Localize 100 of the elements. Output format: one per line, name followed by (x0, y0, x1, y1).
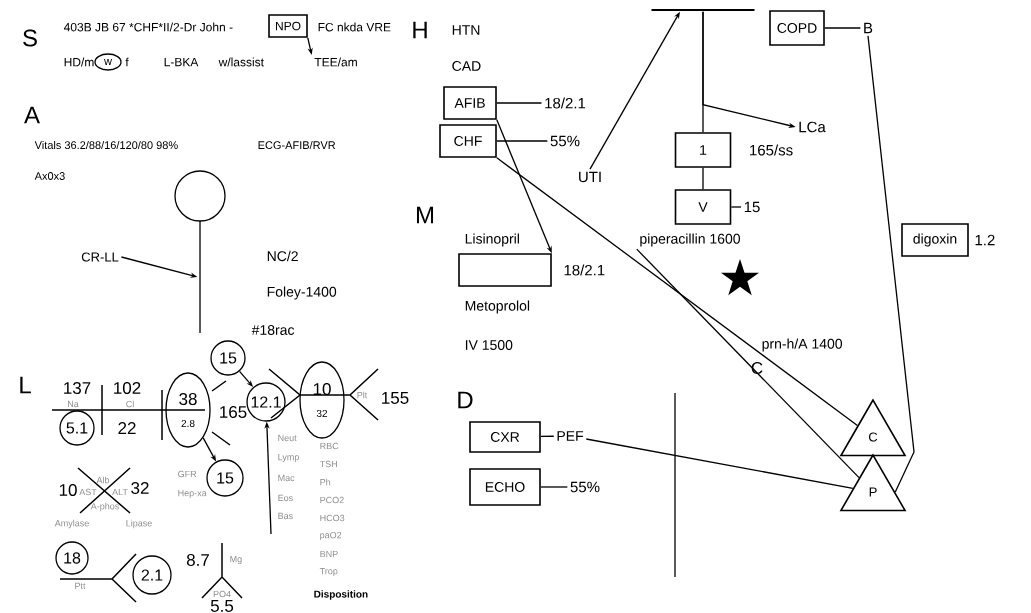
note-text: Metoprolol (465, 300, 530, 314)
circled-value: 15 (210, 340, 246, 376)
note-text: 15 (744, 201, 760, 213)
field-label: HCO3 (320, 514, 345, 522)
field-label: Mac (278, 474, 295, 482)
circled-value: 18 (55, 541, 89, 575)
field-label: GFR (178, 470, 197, 478)
note-text: 403B JB 67 *CHF*II/2-Dr John - (63, 22, 233, 32)
note-text: NC/2 (267, 250, 298, 262)
section-letter: M (417, 206, 434, 224)
circled-value: 15 (206, 459, 244, 497)
note-text: PEF (557, 431, 584, 441)
field-label: A-phos (90, 502, 119, 512)
connector-line (867, 35, 915, 493)
process-box: AFIB (443, 86, 497, 120)
note-text: #18rac (251, 325, 295, 335)
note-text: LCa (799, 121, 826, 133)
empty-box (458, 253, 552, 287)
lab-value: 8.7 (186, 553, 209, 566)
value-label: 165/ss (750, 144, 793, 156)
process-box: digoxin (901, 223, 969, 257)
process-box: COPD (769, 10, 825, 46)
note-text: piperacillin 1600 (640, 233, 740, 247)
note-text: TEE/am (314, 57, 357, 67)
section-letter: L (20, 376, 31, 394)
field-label: TSH (319, 460, 337, 468)
lab-value: 32 (131, 481, 149, 494)
note-text: FC nkda VRE (318, 22, 391, 32)
process-box: ECHO (469, 468, 541, 506)
note-text: CR-LL (81, 252, 119, 262)
process-box: 1 (674, 132, 732, 168)
field-label: Hep-xa (178, 489, 207, 498)
lab-value: 10 (59, 483, 77, 496)
lab-value: 165 (220, 405, 247, 418)
note-text: Ax0x3 (34, 172, 65, 180)
connector-line (730, 206, 742, 208)
field-label: BNP (320, 550, 338, 558)
section-letter: C (751, 361, 763, 374)
field-label: PCO2 (320, 496, 344, 504)
lab-value: 155 (382, 392, 409, 404)
field-label: Eos (278, 494, 293, 502)
connector-line (636, 248, 860, 479)
note-text: L-BKA (164, 57, 199, 67)
circled-value: 2.1 (132, 555, 172, 595)
circled-value: 38 2.8 (165, 372, 211, 448)
connector-line (824, 27, 861, 29)
connector-line (496, 102, 543, 104)
field-label: Cl (126, 400, 134, 408)
lab-value: 137 (64, 382, 91, 394)
note-text: ECG-AFIB/RVR (258, 140, 336, 150)
lab-value: 5.5 (210, 600, 234, 612)
process-box: NPO (268, 14, 308, 38)
circled-value: 5.1 (59, 410, 95, 446)
note-text: Foley-1400 (267, 286, 337, 300)
note-text: prn-h/A 1400 (762, 338, 843, 352)
circled-value: w (94, 53, 122, 71)
connector-line (702, 167, 704, 190)
field-label: Lymp (278, 453, 299, 462)
connector-line (540, 486, 568, 488)
field-label: Plt (357, 391, 368, 399)
circled-value: 12.1 (246, 382, 286, 422)
connector-line (496, 140, 548, 142)
note-text: CAD (452, 61, 481, 71)
field-label: Lipase (126, 519, 152, 529)
field-label: Mg (230, 555, 242, 564)
lab-value: 102 (114, 382, 141, 394)
connector-line (585, 438, 854, 489)
section-letter: D (458, 391, 473, 409)
heading-text: Disposition (314, 590, 368, 600)
value-label: 18/2.1 (564, 264, 605, 276)
field-label: Neut (278, 434, 297, 442)
field-label: Trop (319, 567, 338, 576)
section-letter: H (413, 21, 427, 39)
connector-line (496, 157, 859, 427)
stick-figure-drawing (174, 170, 226, 334)
note-text: 18/2.1 (545, 97, 586, 109)
field-label: PO4 (213, 590, 231, 598)
note-text: IV 1500 (465, 340, 513, 350)
connector-line (540, 435, 555, 438)
process-box: CXR (469, 421, 541, 453)
lab-value: 22 (118, 422, 136, 434)
field-label: AST (79, 488, 97, 496)
note-text: HTN (452, 25, 480, 35)
field-label: Ph (320, 478, 331, 486)
field-label: Bas (278, 512, 293, 520)
process-box: V (674, 189, 732, 225)
field-label: Amylase (54, 519, 89, 529)
note-text: B (864, 22, 873, 34)
circled-value: 10 32 (299, 361, 345, 439)
note-text: 55% (570, 481, 600, 493)
section-letter: S (23, 29, 37, 47)
note-text: UTI (579, 171, 601, 183)
value-label: 1.2 (975, 234, 995, 246)
field-label: Alb (96, 476, 110, 484)
note-text: Vitals 36.2/88/16/120/80 98% (34, 140, 178, 150)
note-text: 55% (550, 135, 580, 147)
section-letter: A (24, 106, 40, 124)
process-box: CHF (439, 124, 497, 158)
field-label: ALT (112, 488, 128, 496)
note-text: w/lassist (218, 57, 264, 67)
